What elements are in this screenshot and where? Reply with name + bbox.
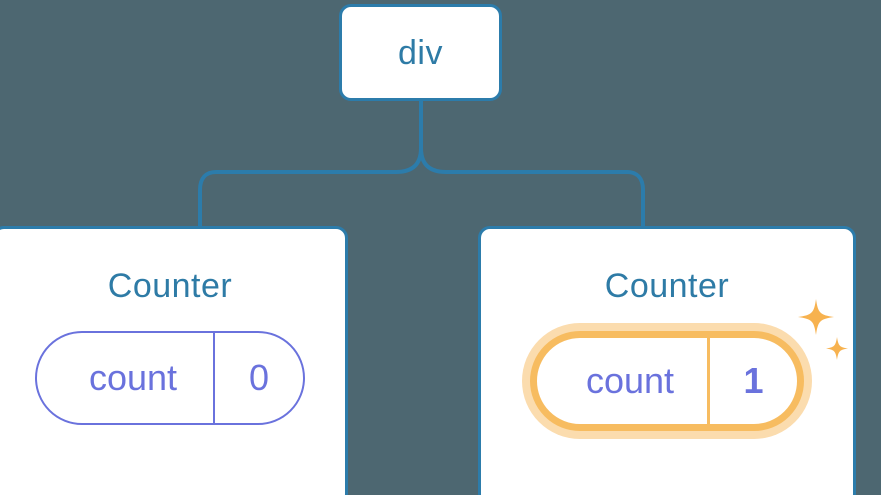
node-counter-left-title: Counter <box>107 267 233 305</box>
sparkle-small-icon <box>826 337 848 360</box>
sparkle-icon <box>798 299 834 335</box>
connector-branch-right <box>419 146 645 230</box>
connector-branch-left <box>198 146 423 230</box>
node-counter-left[interactable]: Counter count 0 <box>0 226 348 495</box>
node-counter-right-title: Counter <box>604 267 730 305</box>
sparkles-group <box>798 299 848 360</box>
node-div-label: div <box>398 33 443 72</box>
state-pill-right[interactable]: count 1 <box>530 331 804 431</box>
state-pill-left-wrap: count 0 <box>35 331 305 425</box>
node-counter-right[interactable]: Counter count 1 <box>478 226 856 495</box>
state-key-right: count <box>585 360 675 401</box>
state-value-right: 1 <box>707 338 797 424</box>
node-div[interactable]: div <box>339 4 502 101</box>
state-value-left: 0 <box>213 333 303 423</box>
state-key-left: count <box>88 357 178 398</box>
state-pill-right-wrap: count 1 <box>530 299 848 431</box>
state-pill-left[interactable]: count 0 <box>35 331 305 425</box>
